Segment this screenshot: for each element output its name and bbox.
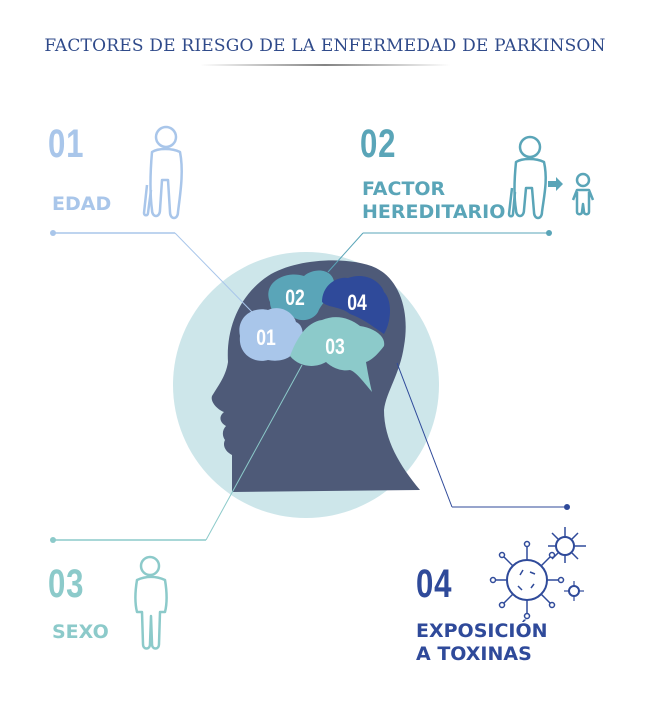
brain-label-04: 04 <box>347 291 367 315</box>
page-title: FACTORES DE RIESGO DE LA ENFERMEDAD DE P… <box>44 36 606 56</box>
factor-02-label: FACTOR HEREDITARIO <box>362 178 505 224</box>
factor-02-label-line1: FACTOR <box>362 178 446 200</box>
brain-label-03: 03 <box>325 335 345 359</box>
connector-03 <box>50 364 303 543</box>
factor-03-number: 03 <box>48 562 85 606</box>
factor-04-label-line1: EXPOSICIÓN <box>416 620 548 642</box>
brain-region-03 <box>290 317 385 392</box>
virus-icon <box>489 527 586 620</box>
title-divider <box>200 64 450 66</box>
person-icon <box>134 555 168 650</box>
elderly-person-icon <box>142 125 183 220</box>
factor-04-label: EXPOSICIÓN A TOXINAS <box>416 620 548 666</box>
brain-label-02: 02 <box>285 286 305 310</box>
brain-label-01: 01 <box>256 326 276 350</box>
factor-03-label: SEXO <box>52 621 109 643</box>
brain-region-04 <box>322 275 390 334</box>
elderly-to-child-icon <box>507 135 595 220</box>
factor-04-number: 04 <box>416 562 453 606</box>
factor-02-label-line2: HEREDITARIO <box>362 201 506 223</box>
factor-01-label: EDAD <box>52 193 112 215</box>
factor-02-number: 02 <box>360 122 397 166</box>
connector-04 <box>396 362 570 510</box>
factor-01-number: 01 <box>48 122 85 166</box>
connector-02 <box>327 230 552 273</box>
brain-region-02 <box>268 270 335 321</box>
connector-01 <box>50 230 257 317</box>
arrow-icon <box>548 177 563 191</box>
brain-region-01 <box>239 308 303 361</box>
factor-04-label-line2: A TOXINAS <box>416 643 532 665</box>
